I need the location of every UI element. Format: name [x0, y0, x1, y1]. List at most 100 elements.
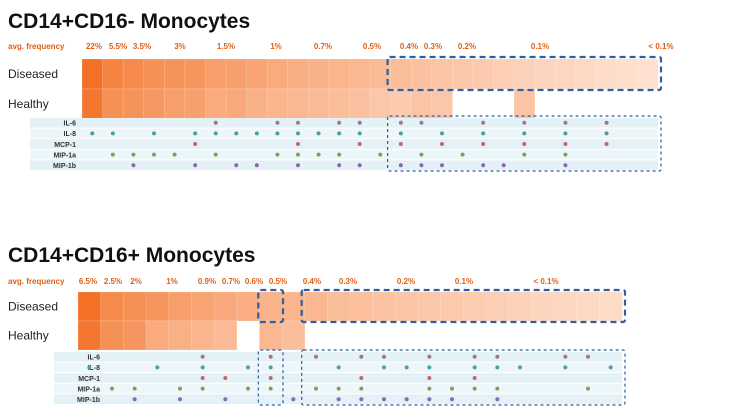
- heatmap-cell: [236, 291, 260, 322]
- cytokine-presence-dot: [460, 152, 465, 157]
- cytokine-presence-dot: [404, 397, 409, 402]
- heatmap-cell: [531, 291, 555, 322]
- cytokine-presence-dot: [586, 354, 590, 359]
- cytokine-presence-dot: [155, 365, 160, 370]
- cytokine-band: [30, 149, 658, 160]
- cytokine-presence-dot: [378, 152, 383, 157]
- cytokine-presence-dot: [337, 152, 342, 157]
- heatmap-cell: [452, 58, 474, 90]
- cytokine-presence-dot: [382, 354, 386, 359]
- cytokine-band: [30, 139, 658, 149]
- heatmap-cell: [410, 58, 433, 90]
- cytokine-label-il-6: IL-6: [64, 121, 77, 128]
- cytokine-band: [30, 160, 658, 170]
- cytokine-presence-dot: [522, 120, 527, 125]
- cytokine-presence-dot: [254, 163, 259, 168]
- freq-tick-label: 0.6%: [245, 277, 263, 286]
- heatmap-cell: [281, 291, 306, 322]
- heatmap-cell: [349, 88, 371, 120]
- cytokine-label-mip-1a: MIP-1a: [77, 386, 100, 393]
- cytokine-presence-dot: [427, 397, 432, 402]
- cytokine-presence-dot: [472, 365, 477, 370]
- cytokine-presence-dot: [357, 131, 362, 136]
- cytokine-presence-dot: [419, 163, 424, 168]
- highlight-box-cytokines: [301, 349, 626, 406]
- heatmap-cell: [327, 291, 351, 322]
- cytokine-presence-dot: [275, 120, 280, 125]
- cytokine-presence-dot: [193, 163, 198, 168]
- cytokine-presence-dot: [563, 354, 568, 359]
- cytokine-presence-dot: [604, 142, 609, 146]
- heatmap-cell: [534, 58, 556, 90]
- cytokine-presence-dot: [87, 365, 92, 370]
- freq-tick-label: < 0.1%: [533, 277, 558, 286]
- heatmap-cell: [102, 88, 124, 120]
- freq-tick-label: 5.5%: [109, 42, 127, 51]
- cytokine-presence-dot: [450, 397, 454, 402]
- heatmap-cell: [225, 88, 248, 120]
- cytokine-presence-dot: [296, 163, 300, 168]
- cytokine-presence-dot: [427, 354, 432, 359]
- cytokine-presence-dot: [608, 365, 613, 370]
- cytokine-presence-dot: [193, 131, 198, 136]
- cytokine-presence-dot: [359, 397, 364, 402]
- cytokine-label-il-6: IL-6: [88, 355, 101, 362]
- heatmap-cell: [246, 58, 268, 90]
- cytokine-presence-dot: [522, 152, 527, 157]
- freq-tick-label: 0.4%: [400, 42, 418, 51]
- heatmap-cell: [100, 320, 124, 351]
- cytokine-presence-dot: [563, 152, 568, 157]
- cytokine-presence-dot: [178, 397, 182, 402]
- heatmap-cell: [205, 88, 227, 120]
- cytokine-presence-dot: [357, 142, 362, 146]
- cytokine-presence-dot: [563, 365, 568, 370]
- cytokine-presence-dot: [193, 142, 198, 146]
- heatmap-cell: [102, 58, 124, 90]
- cytokine-presence-dot: [501, 163, 506, 168]
- heatmap-cell: [349, 291, 374, 322]
- cytokine-presence-dot: [268, 365, 273, 370]
- cytokine-presence-dot: [132, 397, 137, 402]
- cytokine-presence-dot: [440, 163, 444, 168]
- freq-tick-label: 1%: [270, 42, 282, 51]
- heatmap-cell: [266, 88, 289, 120]
- cytokine-presence-dot: [213, 152, 218, 157]
- cytokine-presence-dot: [314, 386, 318, 391]
- heatmap-cell: [349, 58, 371, 90]
- cytokine-presence-dot: [522, 142, 527, 146]
- freq-tick-label: 3.5%: [133, 42, 151, 51]
- cytokine-presence-dot: [495, 354, 500, 359]
- cytokine-presence-dot: [398, 131, 403, 136]
- heatmap-cell: [493, 58, 515, 90]
- heatmap-cell: [143, 58, 165, 90]
- freq-tick-label: 0.2%: [458, 42, 476, 51]
- cytokine-presence-dot: [296, 120, 300, 125]
- cytokine-presence-dot: [110, 386, 114, 391]
- cytokine-band: [30, 118, 658, 128]
- cytokine-label-mip-1b: MIP-1b: [77, 397, 100, 404]
- freq-tick-label: 0.5%: [269, 277, 287, 286]
- heatmap-cell: [259, 291, 283, 322]
- freq-tick-label: 2.5%: [104, 277, 122, 286]
- cytokine-presence-dot: [234, 163, 239, 168]
- cytokine-band: [54, 373, 622, 383]
- heatmap-cell: [369, 88, 392, 120]
- heatmap-cell: [390, 88, 412, 120]
- cytokine-presence-dot: [563, 142, 568, 146]
- cytokine-presence-dot: [472, 386, 477, 391]
- cytokine-presence-dot: [440, 131, 444, 136]
- cytokine-label-mip-1b: MIP-1b: [53, 163, 76, 170]
- cytokine-presence-dot: [152, 131, 156, 136]
- heatmap-cell: [575, 58, 597, 90]
- cytokine-presence-dot: [316, 131, 321, 136]
- cytokine-presence-dot: [495, 397, 500, 402]
- heatmap-cell: [122, 88, 145, 120]
- cytokine-presence-dot: [246, 365, 250, 370]
- freq-tick-label: 0.4%: [303, 277, 321, 286]
- heatmap-cell: [246, 88, 268, 120]
- heatmap-cell: [637, 58, 659, 90]
- freq-tick-label: 3%: [174, 42, 186, 51]
- cytokine-presence-dot: [481, 142, 486, 146]
